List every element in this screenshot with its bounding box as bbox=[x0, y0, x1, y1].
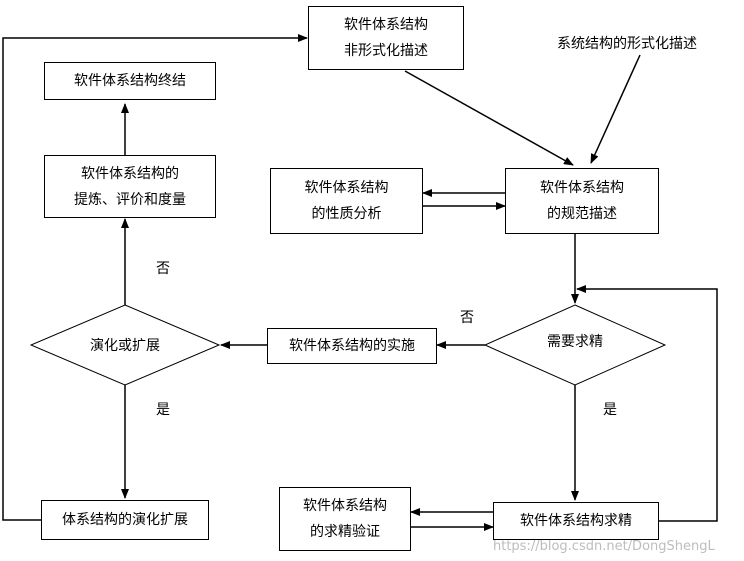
node-verify-line2: 的求精验证 bbox=[310, 524, 380, 540]
node-refinement-text: 软件体系结构求精 bbox=[520, 513, 632, 529]
node-informal-line1: 软件体系结构 bbox=[344, 17, 428, 33]
edge-informal-to-spec bbox=[404, 70, 574, 166]
node-evolution-text: 体系结构的演化扩展 bbox=[62, 512, 188, 528]
edge-formal-to-spec bbox=[590, 54, 641, 164]
edge-label-no-right: 否 bbox=[460, 310, 474, 326]
decision-evolve-text: 演化或扩展 bbox=[90, 338, 160, 354]
node-informal-description: 软件体系结构 非形式化描述 bbox=[308, 6, 464, 70]
node-implementation-text: 软件体系结构的实施 bbox=[289, 338, 415, 354]
watermark: https://blog.csdn.net/DongShengL bbox=[493, 539, 715, 554]
edge-label-yes-right: 是 bbox=[603, 402, 617, 418]
decision-refine-text: 需要求精 bbox=[547, 334, 603, 350]
edge-refinement-loop bbox=[576, 285, 718, 522]
node-refinement: 软件体系结构求精 bbox=[493, 502, 659, 540]
edge-extension-loop bbox=[2, 34, 308, 521]
node-verify-line1: 软件体系结构 bbox=[303, 498, 387, 514]
node-property-line2: 的性质分析 bbox=[311, 206, 382, 222]
formal-description-label: 系统结构的形式化描述 bbox=[557, 36, 697, 52]
node-spec-line2: 的规范描述 bbox=[547, 206, 617, 222]
node-spec-line1: 软件体系结构 bbox=[540, 180, 624, 196]
edge-label-yes-left: 是 bbox=[156, 402, 170, 418]
node-end-text: 软件体系结构终结 bbox=[74, 73, 186, 89]
edge-label-no-left: 否 bbox=[156, 261, 170, 277]
node-informal-line2: 非形式化描述 bbox=[344, 43, 428, 59]
node-extract-line2: 提炼、评价和度量 bbox=[74, 191, 186, 208]
node-extract-line1: 软件体系结构的 bbox=[81, 165, 179, 182]
node-extract-evaluate: 软件体系结构的 提炼、评价和度量 bbox=[44, 155, 216, 218]
node-property-line1: 软件体系结构 bbox=[304, 180, 389, 196]
node-property-analysis: 软件体系结构 的性质分析 bbox=[270, 168, 423, 234]
node-evolution-extension: 体系结构的演化扩展 bbox=[41, 500, 209, 540]
node-spec-description: 软件体系结构 的规范描述 bbox=[505, 168, 659, 234]
node-refine-verify: 软件体系结构 的求精验证 bbox=[279, 487, 411, 551]
node-end: 软件体系结构终结 bbox=[44, 62, 216, 100]
node-implementation: 软件体系结构的实施 bbox=[267, 328, 437, 364]
